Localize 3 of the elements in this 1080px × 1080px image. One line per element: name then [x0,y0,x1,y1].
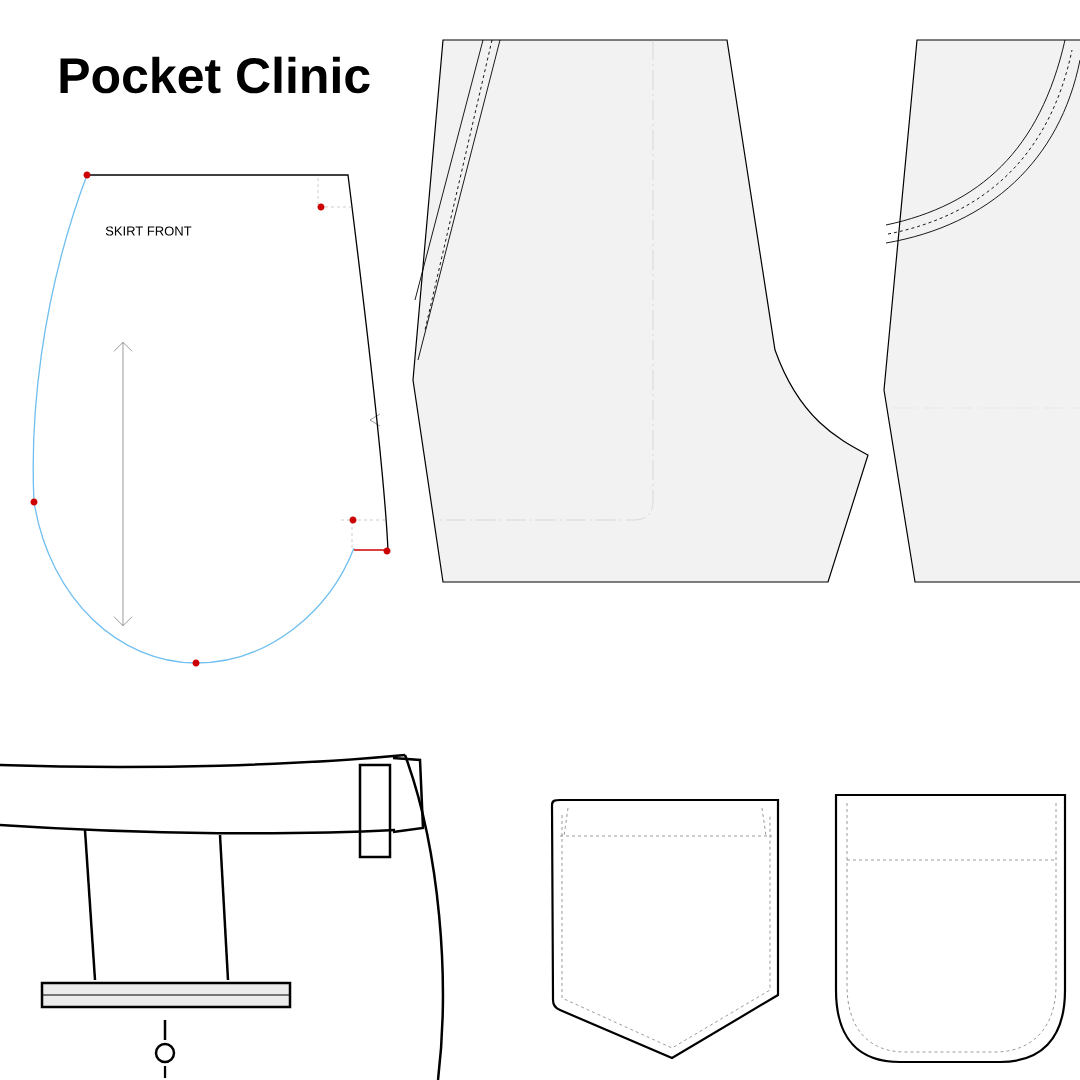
node-label: SKIRT FRONT [105,226,192,236]
title: Pocket Clinic [60,56,370,94]
skirt-pattern-piece: SKIRT FRONT [30,171,391,667]
